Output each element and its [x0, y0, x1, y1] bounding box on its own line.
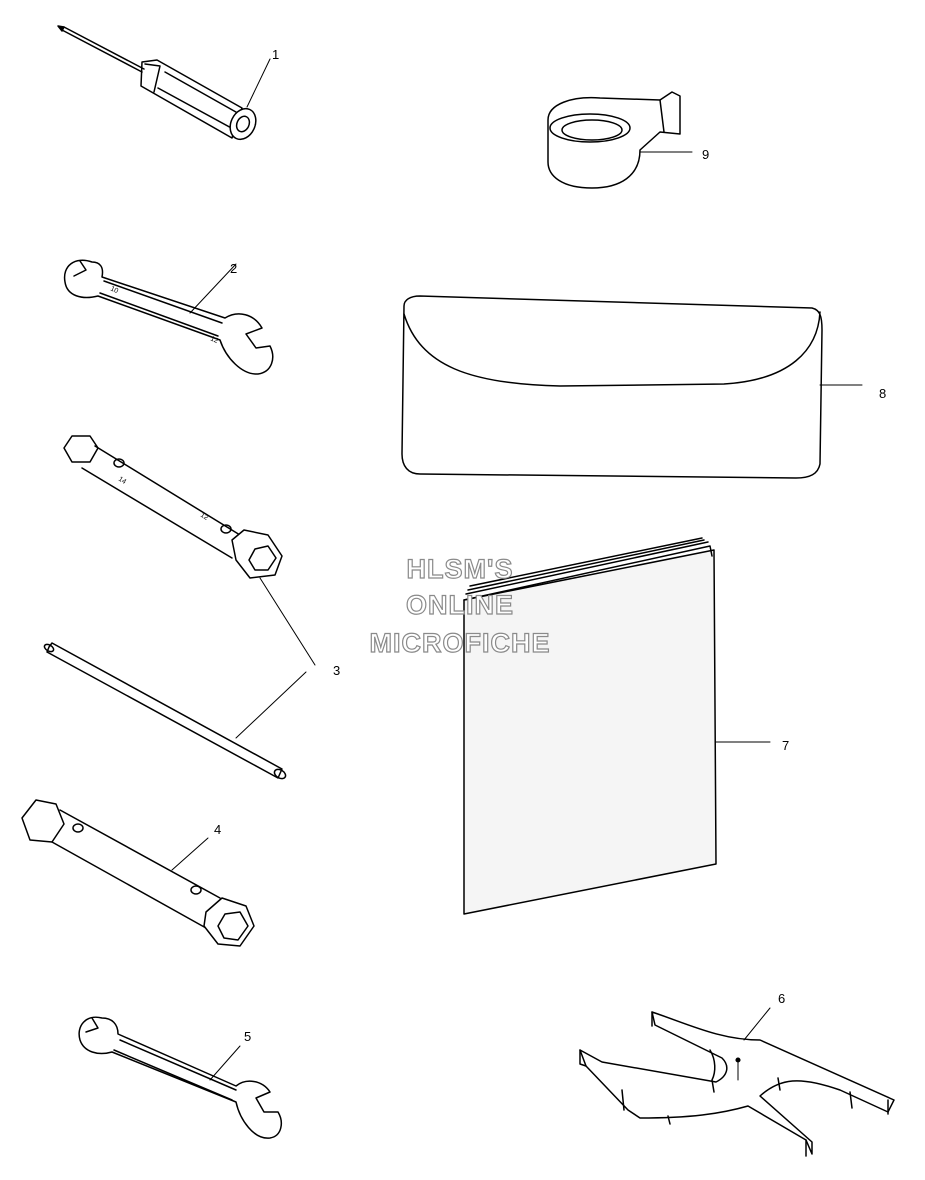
callout-9: 9	[702, 147, 710, 162]
svg-text:12: 12	[199, 512, 209, 522]
screwdriver-drawing	[57, 25, 271, 141]
strap-drawing	[547, 91, 693, 189]
open-end-wrench-upper-drawing: 10 12	[63, 259, 274, 375]
box-wrench-upper-drawing: 14 12	[63, 435, 316, 666]
svg-text:14: 14	[117, 476, 127, 486]
watermark-line-3: MICROFICHE	[369, 628, 551, 658]
tommy-bar-drawing	[43, 642, 307, 780]
box-wrench-lower-drawing	[21, 799, 255, 947]
callout-2: 2	[230, 261, 238, 276]
callout-3: 3	[333, 663, 341, 678]
callout-5: 5	[244, 1029, 252, 1044]
spanner-holder-drawing	[579, 1007, 895, 1157]
callout-4: 4	[214, 822, 222, 837]
watermark-line-2: ONLINE	[405, 590, 514, 620]
callout-7: 7	[782, 738, 790, 753]
owners-manual-drawing	[463, 537, 771, 915]
svg-text:10: 10	[109, 285, 119, 295]
callout-6: 6	[778, 991, 786, 1006]
tool-bag-drawing	[401, 295, 863, 479]
callout-1: 1	[272, 47, 280, 62]
svg-text:12: 12	[209, 335, 219, 345]
open-end-wrench-lower-drawing	[78, 1016, 283, 1139]
watermark-line-1: HLSM'S	[406, 554, 514, 584]
callout-8: 8	[879, 386, 887, 401]
